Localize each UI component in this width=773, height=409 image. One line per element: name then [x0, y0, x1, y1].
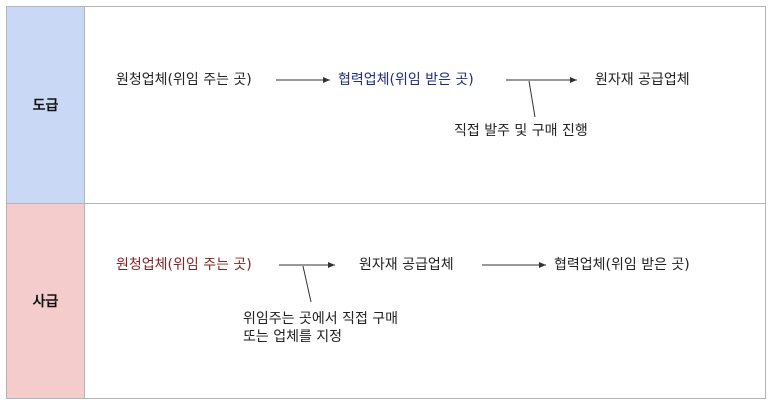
- subcontract-note: 직접 발주 및 구매 진행: [454, 123, 588, 139]
- row-label-private-text: 사급: [32, 294, 59, 310]
- subcontract-entity-client: 원청업체(위임 주는 곳): [116, 72, 252, 88]
- row-label-private: 사급: [7, 204, 85, 398]
- private-entity-supplier: 원자재 공급업체: [359, 257, 454, 273]
- callout-line-top: [528, 80, 536, 118]
- private-note-line1: 위임주는 곳에서 직접 구매: [243, 311, 399, 327]
- row-label-subcontract-text: 도급: [32, 98, 59, 114]
- row-divider: [7, 203, 765, 204]
- subcontract-entity-supplier: 원자재 공급업체: [595, 72, 690, 88]
- callout-line-bottom: [302, 265, 312, 303]
- private-note-line2: 또는 업체를 지정: [243, 329, 343, 345]
- comparison-table: 도급 사급: [6, 6, 766, 399]
- private-entity-partner: 협력업체(위임 받은 곳): [554, 257, 690, 273]
- row-label-subcontract: 도급: [7, 7, 85, 203]
- private-entity-client: 원청업체(위임 주는 곳): [116, 257, 252, 273]
- subcontract-entity-partner: 협력업체(위임 받은 곳): [338, 72, 474, 88]
